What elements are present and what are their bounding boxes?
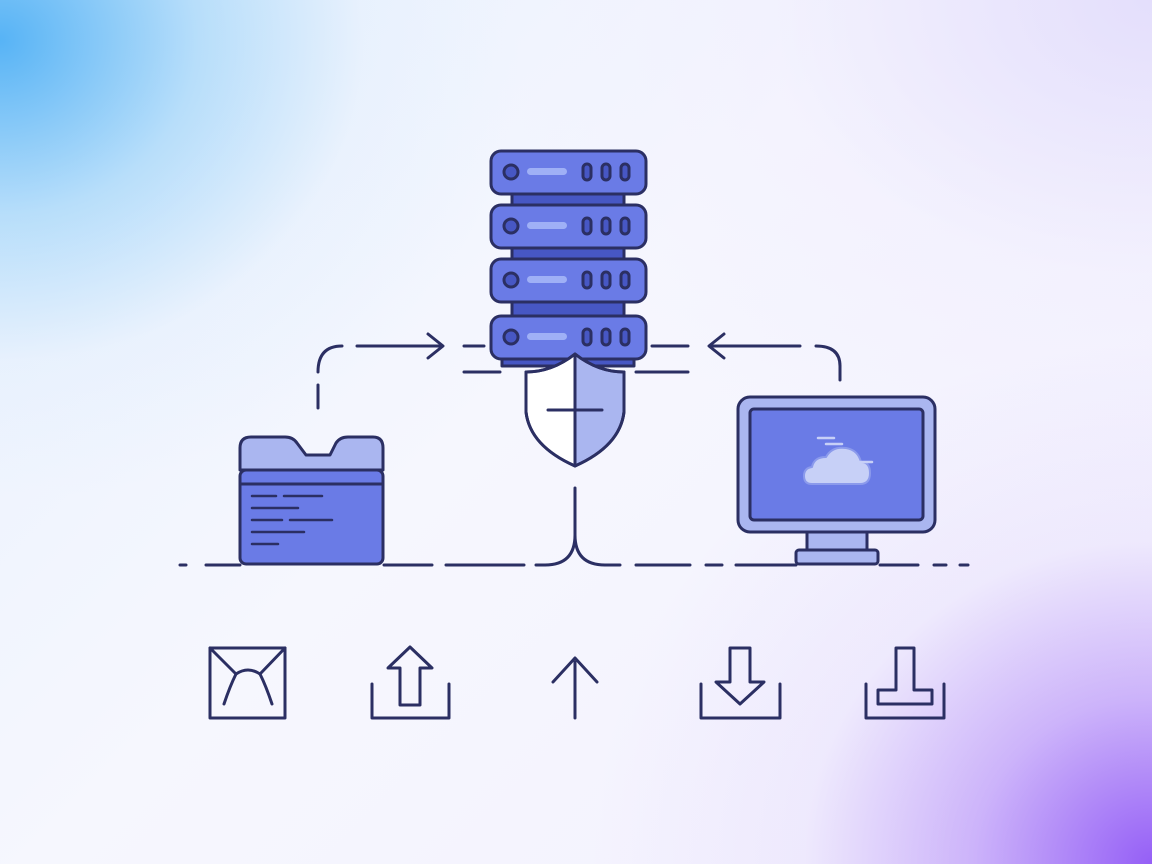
- envelope-icon: [208, 646, 287, 720]
- server-unit-2: [489, 203, 648, 250]
- monitor-cloud-icon: [736, 395, 937, 566]
- download-icon: [699, 646, 782, 720]
- document-lines: [250, 494, 334, 546]
- server-unit-3: [489, 257, 648, 304]
- server-rack-icon: [489, 149, 648, 368]
- shield-icon: [524, 352, 626, 468]
- arrow-up-icon: [551, 656, 599, 720]
- server-unit-4: [489, 314, 648, 361]
- inbox-tray-icon: [864, 646, 946, 720]
- connector-left: [316, 332, 445, 410]
- arrowhead-left-icon: [707, 332, 726, 360]
- upload-icon: [370, 645, 451, 720]
- cloud-icon: [803, 436, 874, 485]
- connector-right: [707, 332, 842, 382]
- server-unit-1: [489, 149, 648, 196]
- folder-document-icon: [238, 435, 385, 566]
- arrowhead-right-icon: [426, 332, 445, 360]
- server-side-dashes: [462, 344, 690, 374]
- shield-connector: [543, 486, 607, 567]
